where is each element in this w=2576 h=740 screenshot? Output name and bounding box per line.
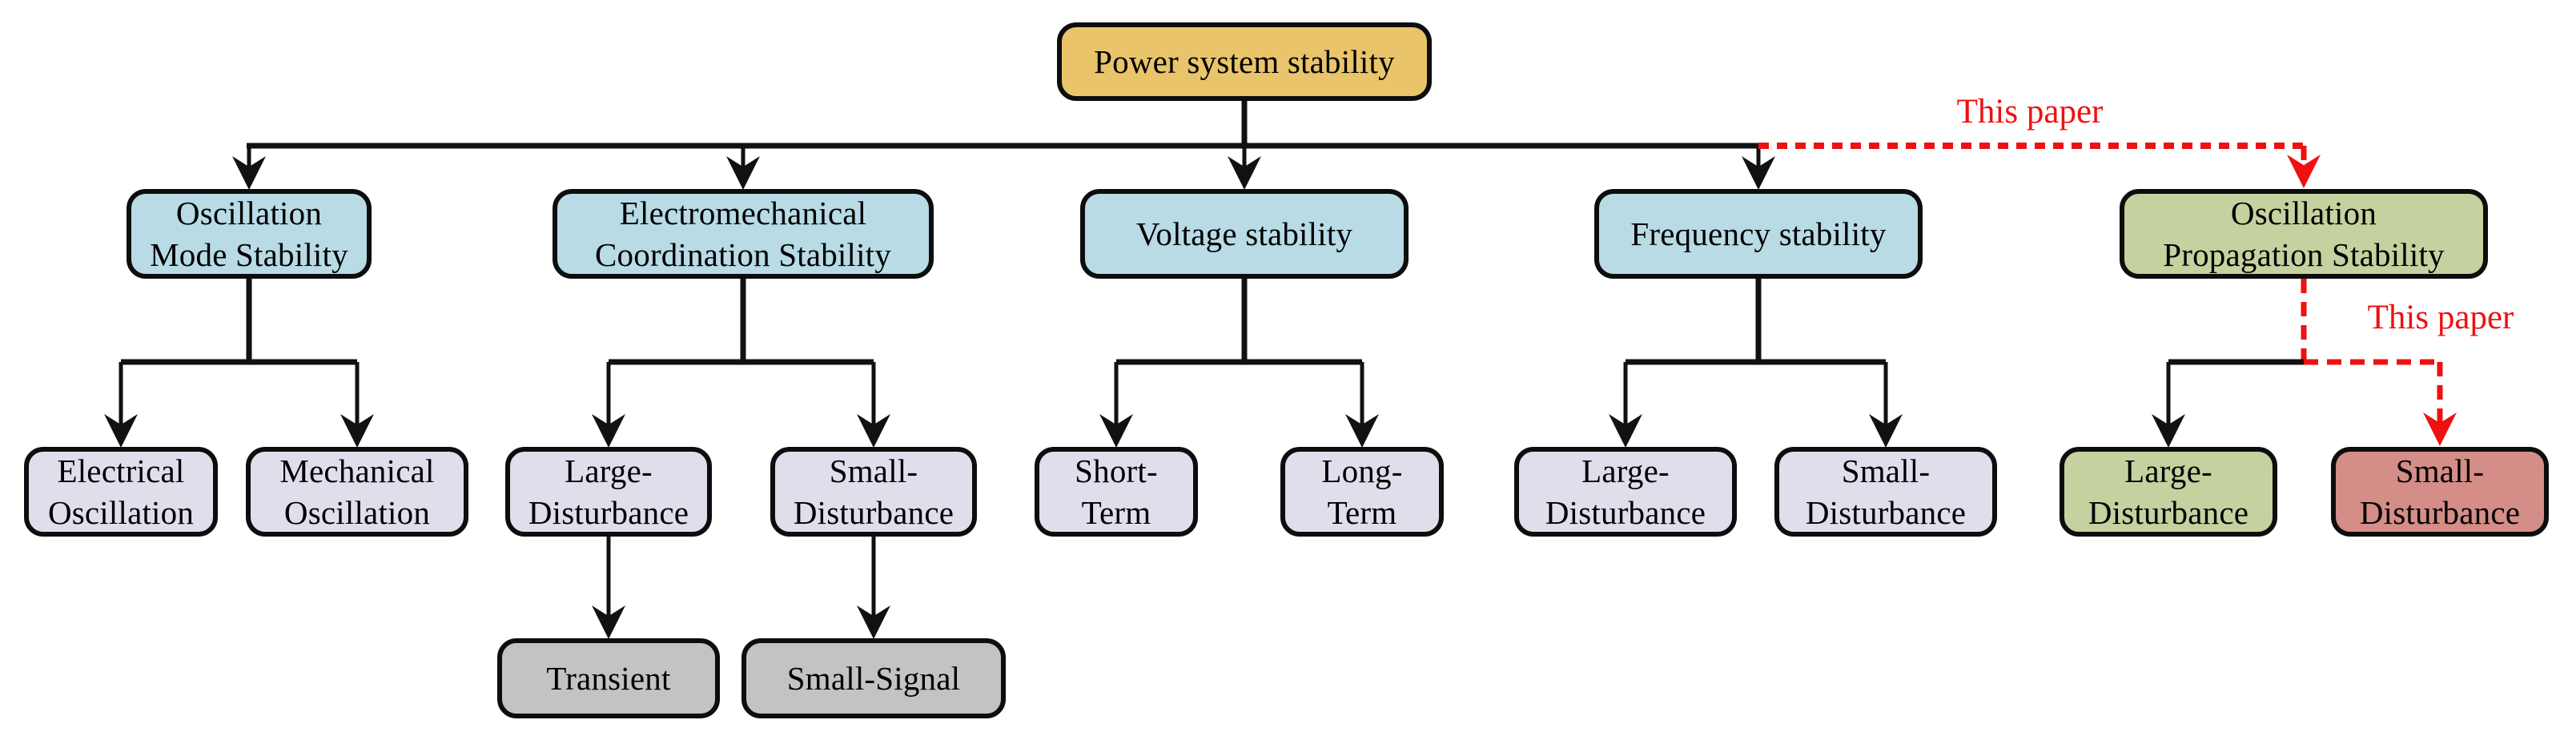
node-freq-large-disturbance: Large- Disturbance <box>1514 447 1737 537</box>
node-transient: Transient <box>497 638 720 718</box>
annotation-this-paper-top: This paper <box>1956 93 2104 131</box>
node-oscillation-mode-stability: Oscillation Mode Stability <box>127 189 372 279</box>
node-short-term: Short- Term <box>1035 447 1198 537</box>
node-oscillation-propagation-stability: Oscillation Propagation Stability <box>2120 189 2488 279</box>
node-prop-large-disturbance: Large- Disturbance <box>2060 447 2277 537</box>
node-electromechanical-coordination-stability: Electromechanical Coordination Stability <box>553 189 934 279</box>
node-freq-small-disturbance: Small- Disturbance <box>1774 447 1997 537</box>
node-frequency-stability: Frequency stability <box>1594 189 1923 279</box>
node-mechanical-oscillation: Mechanical Oscillation <box>246 447 468 537</box>
node-long-term: Long- Term <box>1280 447 1444 537</box>
node-small-signal: Small-Signal <box>741 638 1006 718</box>
node-prop-small-disturbance: Small- Disturbance <box>2331 447 2549 537</box>
node-voltage-stability: Voltage stability <box>1080 189 1409 279</box>
node-electrical-oscillation: Electrical Oscillation <box>24 447 218 537</box>
node-power-system-stability: Power system stability <box>1057 22 1432 101</box>
annotation-this-paper-right: This paper <box>2367 299 2514 336</box>
node-em-small-disturbance: Small- Disturbance <box>770 447 977 537</box>
node-em-large-disturbance: Large- Disturbance <box>505 447 712 537</box>
